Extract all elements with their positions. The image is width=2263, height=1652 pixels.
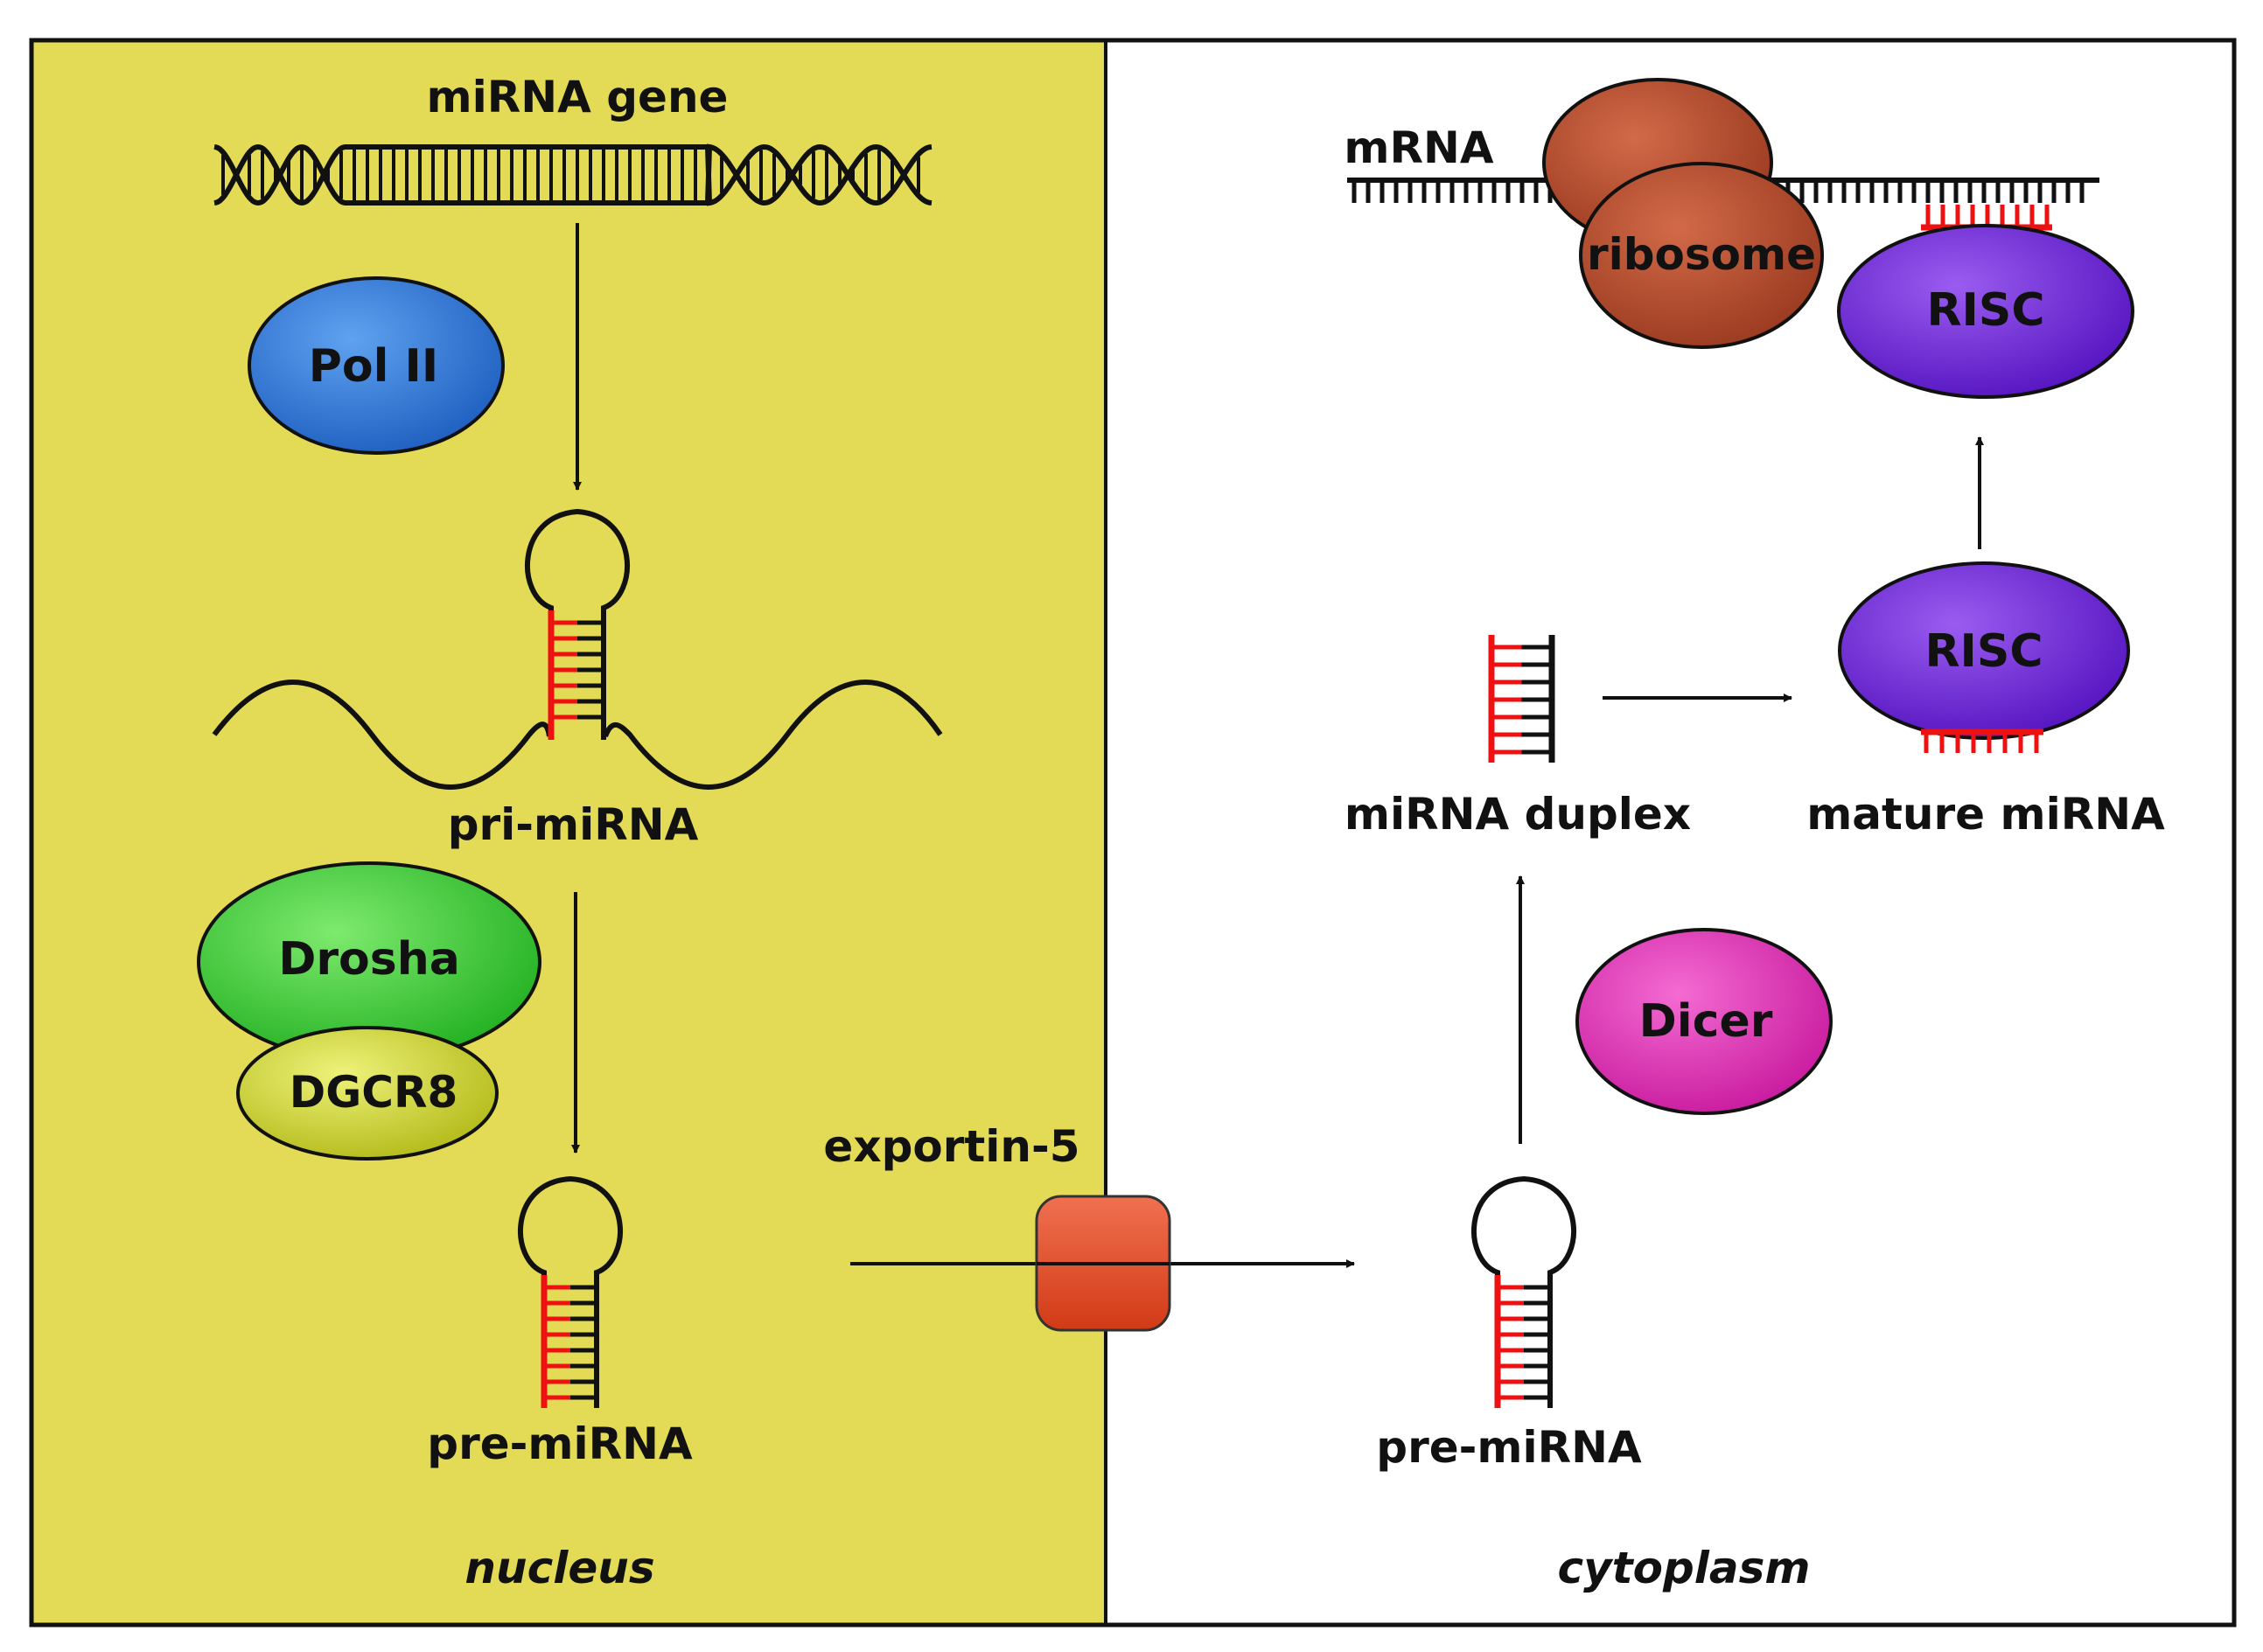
mrna-label: mRNA <box>1344 122 1493 173</box>
pre-mirna-nucleus-label: pre-miRNA <box>427 1418 693 1469</box>
risc-target-complex: RISC <box>1837 205 2134 399</box>
nucleus-panel <box>31 40 1106 1625</box>
exportin-label: exportin-5 <box>823 1121 1079 1172</box>
ribosome: ribosome <box>1542 78 1824 349</box>
mirna-gene-label: miRNA gene <box>427 72 729 122</box>
pri-mirna-structure <box>212 508 943 790</box>
dgcr8-label: DGCR8 <box>290 1067 458 1118</box>
ribosome-small-subunit <box>1579 162 1824 349</box>
pre-mirna-cytoplasm-hairpin <box>1471 1175 1576 1408</box>
pre-mirna-cytoplasm-label: pre-miRNA <box>1376 1422 1642 1473</box>
risc-mature-complex: RISC <box>1838 561 2130 753</box>
pol-ii-label: Pol II <box>309 340 438 393</box>
mature-mirna-label: mature miRNA <box>1806 789 2165 840</box>
dicer-label: Dicer <box>1639 995 1773 1048</box>
nucleus-label: nucleus <box>464 1543 654 1593</box>
drosha-label: Drosha <box>278 933 460 986</box>
dgcr8-protein: DGCR8 <box>236 1026 499 1161</box>
cytoplasm-label: cytoplasm <box>1557 1543 1810 1593</box>
drosha-protein: Drosha <box>197 861 541 1063</box>
ribosome-label: ribosome <box>1587 229 1816 280</box>
mirna-duplex-label: miRNA duplex <box>1345 789 1691 840</box>
dna-strand-bottom <box>213 143 932 206</box>
pol-ii-protein: Pol II <box>248 276 505 455</box>
dna-helix <box>213 143 932 206</box>
dna-strand-top <box>213 143 932 206</box>
diagram-border <box>29 38 2237 1628</box>
risc-target-label: RISC <box>1926 284 2044 337</box>
dicer-protein: Dicer <box>1575 928 1833 1115</box>
pri-mirna-label: pri-miRNA <box>448 799 699 850</box>
mirna-duplex-structure <box>1488 635 1555 763</box>
pre-mirna-nucleus-hairpin <box>518 1175 623 1408</box>
risc-mature-label: RISC <box>1924 625 2043 678</box>
